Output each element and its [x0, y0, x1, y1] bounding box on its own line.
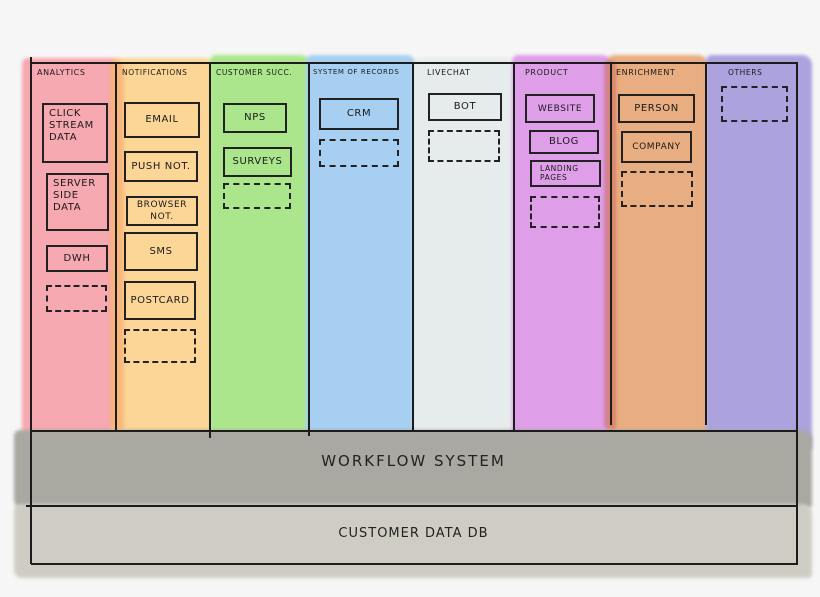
column-others: Others: [706, 63, 797, 431]
analytics-wash: [22, 58, 122, 438]
column-title-analytics: Analytics: [37, 68, 86, 77]
item-crm: CRM: [319, 98, 399, 130]
column-product: Product Website Blog Landing Pages: [514, 63, 610, 431]
item-postcard: Postcard: [124, 281, 196, 320]
divider-6: [610, 62, 612, 425]
item-placeholder-system-of-records: [319, 139, 399, 167]
divider-4: [412, 62, 414, 431]
item-browser-notifications: Browser Not.: [126, 196, 198, 226]
item-click-stream-data: Click Stream Data: [42, 103, 108, 163]
column-title-system-of-records: System of Records: [313, 68, 400, 76]
workflow-top-line: [31, 430, 798, 432]
column-analytics: Analytics Click Stream Data Server Side …: [31, 63, 116, 431]
column-title-others: Others: [728, 68, 763, 77]
item-bot: Bot: [428, 93, 502, 121]
notifications-edge-wash: [110, 60, 124, 430]
column-title-customer-success: Customer Succ.: [216, 68, 293, 77]
divider-3: [308, 62, 310, 436]
column-title-livechat: Livechat: [427, 68, 471, 77]
customer-success-wash: [210, 55, 310, 445]
item-placeholder-product: [530, 196, 600, 228]
customer-data-db-label: Customer Data DB: [338, 526, 489, 541]
workflow-system-label: Workflow System: [321, 452, 506, 470]
column-notifications: Notifications Email Push Not. Browser No…: [116, 63, 210, 431]
column-title-product: Product: [525, 68, 569, 77]
item-placeholder-notifications: [124, 329, 196, 363]
workflow-wash: [14, 430, 812, 508]
column-livechat: Livechat Bot: [413, 63, 514, 431]
livechat-wash: [413, 58, 515, 443]
item-person: Person: [618, 94, 695, 123]
frame-left-line: [30, 57, 32, 564]
column-title-notifications: Notifications: [122, 68, 188, 77]
divider-1: [115, 62, 117, 431]
item-placeholder-enrichment: [621, 171, 693, 207]
item-placeholder-others: [721, 86, 788, 122]
product-wash: [512, 55, 612, 445]
divider-7: [705, 62, 707, 425]
item-placeholder-livechat: [428, 130, 500, 162]
item-email: Email: [124, 102, 200, 138]
column-enrichment: Enrichment Person Company: [610, 63, 706, 431]
item-server-side-data: Server Side Data: [46, 173, 109, 231]
item-landing-pages: Landing Pages: [530, 160, 601, 187]
enrichment-wash: [608, 55, 708, 450]
item-placeholder-customer-success: [223, 183, 291, 209]
divider-2: [209, 62, 211, 438]
item-dwh: DWH: [46, 245, 108, 272]
divider-5: [513, 62, 515, 431]
column-system-of-records: System of Records CRM: [309, 63, 413, 431]
item-website: Website: [525, 94, 595, 123]
item-nps: NPS: [223, 103, 287, 133]
frame-bottom-line: [31, 563, 798, 565]
item-blog: Blog: [529, 130, 599, 154]
frame-top-line: [31, 62, 798, 64]
layer-workflow-system: Workflow System: [31, 432, 796, 505]
database-top-line: [26, 505, 798, 507]
item-placeholder-analytics: [46, 285, 107, 312]
layer-customer-data-db: Customer Data DB: [31, 507, 796, 563]
column-title-enrichment: Enrichment: [616, 68, 676, 77]
column-customer-success: Customer Succ. NPS Surveys: [210, 63, 309, 431]
frame-right-line: [796, 62, 798, 564]
item-company: Company: [621, 131, 692, 163]
item-surveys: Surveys: [223, 147, 292, 177]
item-push-notifications: Push Not.: [124, 151, 198, 182]
item-sms: SMS: [124, 232, 198, 271]
database-wash: [14, 504, 812, 578]
